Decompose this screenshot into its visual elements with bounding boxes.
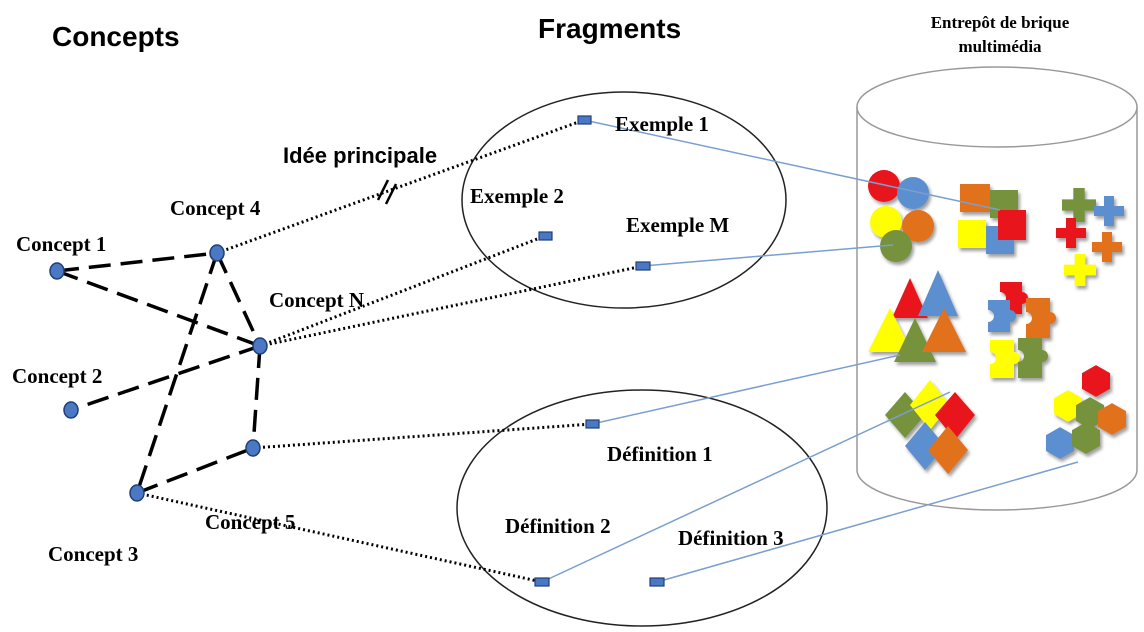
concept-n-node[interactable] bbox=[252, 337, 268, 355]
concept-4-node[interactable] bbox=[209, 244, 225, 262]
definition-2-label: Définition 2 bbox=[505, 514, 611, 538]
circle-bricks bbox=[868, 170, 934, 262]
concept-1-node[interactable] bbox=[49, 262, 65, 280]
definition-3-marker[interactable] bbox=[649, 577, 665, 587]
definition-1-marker[interactable] bbox=[585, 419, 600, 429]
exemple-1-label: Exemple 1 bbox=[615, 112, 709, 136]
concept-5-label: Concept 5 bbox=[205, 510, 295, 534]
concept-to-fragment-links bbox=[136, 118, 644, 584]
concept-4-label: Concept 4 bbox=[170, 196, 261, 220]
multimedia-bricks bbox=[868, 170, 1126, 474]
fragments-header: Fragments bbox=[538, 13, 681, 44]
exemple-1-marker[interactable] bbox=[577, 115, 592, 125]
puzzle-bricks bbox=[988, 282, 1056, 378]
concept-2-label: Concept 2 bbox=[12, 364, 102, 388]
link-break-mark bbox=[376, 179, 398, 205]
definition-1-label: Définition 1 bbox=[607, 442, 713, 466]
concept-1-label: Concept 1 bbox=[16, 232, 106, 256]
fragment-markers bbox=[534, 115, 665, 587]
concept-3-node[interactable] bbox=[129, 484, 145, 502]
exemple-m-marker[interactable] bbox=[635, 261, 651, 271]
fragment-to-repository-links bbox=[541, 119, 1079, 583]
definition-3-label: Définition 3 bbox=[678, 526, 784, 550]
concepts-header: Concepts bbox=[52, 21, 180, 52]
exemple-m-label: Exemple M bbox=[626, 213, 729, 237]
definition-2-marker[interactable] bbox=[534, 577, 550, 587]
exemple-2-marker[interactable] bbox=[538, 231, 553, 241]
examples-ellipse bbox=[461, 91, 787, 309]
exemple-2-label: Exemple 2 bbox=[470, 184, 564, 208]
repository-header-line2: multimédia bbox=[958, 37, 1042, 56]
diamond-bricks bbox=[885, 380, 975, 474]
concept-2-node[interactable] bbox=[63, 401, 79, 419]
relation-label: Idée principale bbox=[283, 143, 437, 168]
concept-5-node[interactable] bbox=[245, 439, 261, 457]
concept-n-label: Concept N bbox=[269, 288, 364, 312]
concept-relations bbox=[56, 251, 262, 495]
repository-header-line1: Entrepôt de brique bbox=[931, 13, 1070, 32]
concept-3-label: Concept 3 bbox=[48, 542, 138, 566]
triangle-bricks bbox=[868, 270, 966, 362]
definitions-ellipse bbox=[456, 389, 828, 627]
concept-nodes bbox=[49, 244, 268, 502]
